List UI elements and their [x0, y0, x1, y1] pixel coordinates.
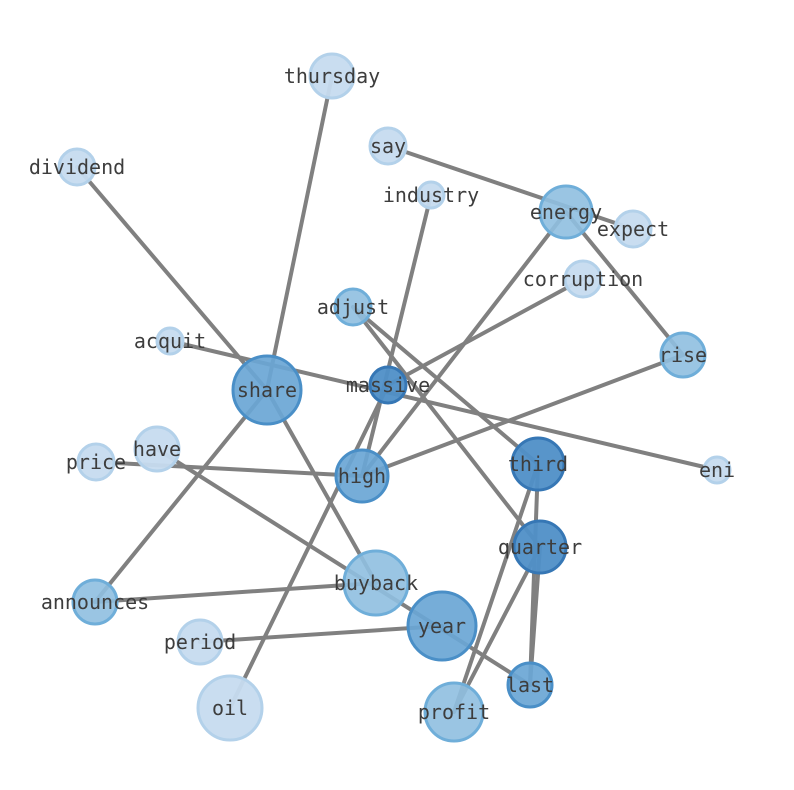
node-label-corruption: corruption	[523, 267, 643, 291]
node-announces	[71, 578, 119, 626]
node-label-price: price	[66, 450, 126, 474]
node-layer	[57, 52, 732, 743]
edge-price-high	[94, 460, 364, 478]
node-label-third: third	[508, 452, 568, 476]
node-price	[76, 442, 116, 482]
node-label-rise: rise	[659, 343, 707, 367]
node-profit	[423, 681, 485, 743]
node-label-thursday: thursday	[284, 64, 380, 88]
node-label-expect: expect	[597, 217, 669, 241]
edge-period-year	[198, 624, 444, 644]
edge-energy-rise	[564, 210, 685, 357]
edge-third-profit	[452, 462, 540, 714]
node-thursday	[308, 52, 356, 100]
node-label-last: last	[506, 673, 554, 697]
node-label-profit: profit	[418, 700, 490, 724]
node-third	[510, 436, 566, 492]
node-quarter	[512, 519, 568, 575]
node-label-say: say	[370, 134, 406, 158]
node-label-dividend: dividend	[29, 155, 125, 179]
node-label-year: year	[418, 614, 466, 638]
node-dividend	[57, 147, 97, 187]
node-label-energy: energy	[530, 200, 602, 224]
node-rise	[659, 331, 707, 379]
edge-dividend-share	[75, 165, 269, 392]
edge-corruption-massive	[386, 277, 585, 387]
node-corruption	[563, 259, 603, 299]
node-energy	[538, 184, 594, 240]
edge-announces-buyback	[93, 581, 378, 604]
node-have	[133, 425, 181, 473]
node-label-share: share	[237, 378, 297, 402]
edge-quarter-profit	[452, 545, 542, 714]
node-eni	[702, 455, 732, 485]
edge-share-buyback	[265, 388, 378, 585]
node-adjust	[333, 287, 373, 327]
node-massive	[368, 365, 408, 405]
node-label-buyback: buyback	[334, 571, 418, 595]
edge-share-announces	[93, 388, 269, 604]
node-label-have: have	[133, 437, 181, 461]
node-label-announces: announces	[41, 590, 149, 614]
node-oil	[196, 674, 264, 742]
edge-industry-high	[360, 193, 433, 478]
node-period	[176, 618, 224, 666]
edge-adjust-quarter	[351, 305, 542, 549]
node-label-acquit: acquit	[134, 329, 206, 353]
node-label-quarter: quarter	[498, 535, 582, 559]
node-label-period: period	[164, 630, 236, 654]
node-high	[334, 448, 390, 504]
node-label-high: high	[338, 464, 386, 488]
node-say	[368, 126, 408, 166]
node-year	[406, 590, 478, 662]
node-share	[231, 354, 303, 426]
node-label-massive: massive	[346, 373, 430, 397]
node-label-oil: oil	[212, 696, 248, 720]
edge-adjust-third	[351, 305, 540, 466]
node-label-eni: eni	[699, 458, 735, 482]
node-label-industry: industry	[383, 183, 479, 207]
edge-thursday-share	[265, 74, 334, 392]
node-buyback	[342, 549, 410, 617]
node-expect	[613, 209, 653, 249]
node-acquit	[155, 326, 185, 356]
node-last	[506, 661, 554, 709]
node-industry	[416, 180, 446, 210]
node-label-adjust: adjust	[317, 295, 389, 319]
edge-rise-high	[360, 353, 685, 478]
